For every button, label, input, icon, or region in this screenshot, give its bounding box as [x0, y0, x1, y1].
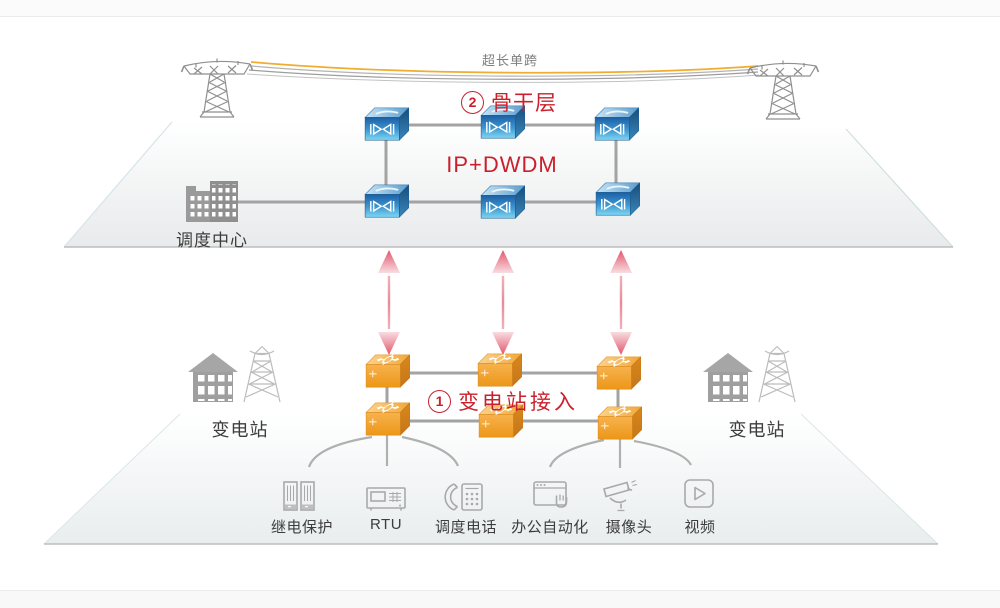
uplink-arrow: [378, 250, 400, 355]
transmission-pylon-right-icon: [746, 59, 820, 120]
uplink-arrows: [378, 250, 632, 355]
office-buildings-icon: [186, 181, 238, 222]
terminal-label-camera: 摄像头: [605, 519, 653, 536]
access-node-4: [365, 401, 410, 436]
uplink-arrow: [610, 250, 632, 355]
substation-left-label: 变电站: [211, 420, 269, 440]
backbone-layer-tag: 2 骨干层: [461, 87, 557, 117]
backbone-node-1: [364, 106, 409, 142]
access-node-3: [596, 355, 641, 390]
terminal-label-office-automation: 办公自动化: [511, 519, 589, 536]
backbone-node-5: [480, 184, 525, 220]
page-top-strip: [0, 0, 1000, 17]
backbone-number-badge: 2: [461, 90, 484, 114]
access-node-1: [365, 353, 410, 388]
dispatch-center-label: 调度中心: [176, 231, 248, 250]
terminal-links: [307, 433, 692, 468]
access-layer-tag: 1 变电站接入: [428, 386, 578, 416]
overhead-span-label: 超长单跨: [481, 53, 539, 68]
backbone-tech-label: IP+DWDM: [446, 152, 558, 177]
terminal-label-relay-protection: 继电保护: [270, 519, 334, 536]
substation-left-icon: [187, 345, 281, 403]
access-node-6: [597, 405, 642, 440]
terminal-label-video: 视频: [684, 519, 716, 536]
terminal-label-dispatch-phone: 调度电话: [434, 519, 498, 536]
backbone-platform: [63, 121, 954, 248]
backbone-layer-title: 骨干层: [491, 92, 557, 115]
access-number-badge: 1: [428, 389, 451, 413]
backbone-node-3: [594, 106, 639, 142]
backbone-node-6: [595, 181, 640, 217]
overhead-wires: [246, 61, 760, 83]
substation-right-label: 变电站: [728, 420, 786, 440]
terminal-label-rtu: RTU: [369, 516, 403, 533]
access-layer-title: 变电站接入: [458, 391, 578, 414]
substation-right-icon: [702, 345, 796, 403]
backbone-node-4: [364, 183, 409, 219]
page-bottom-strip: [0, 590, 1000, 608]
uplink-arrow: [492, 250, 514, 355]
transmission-pylon-left-icon: [180, 57, 254, 118]
access-node-2: [477, 352, 522, 387]
access-platform: [43, 413, 939, 545]
